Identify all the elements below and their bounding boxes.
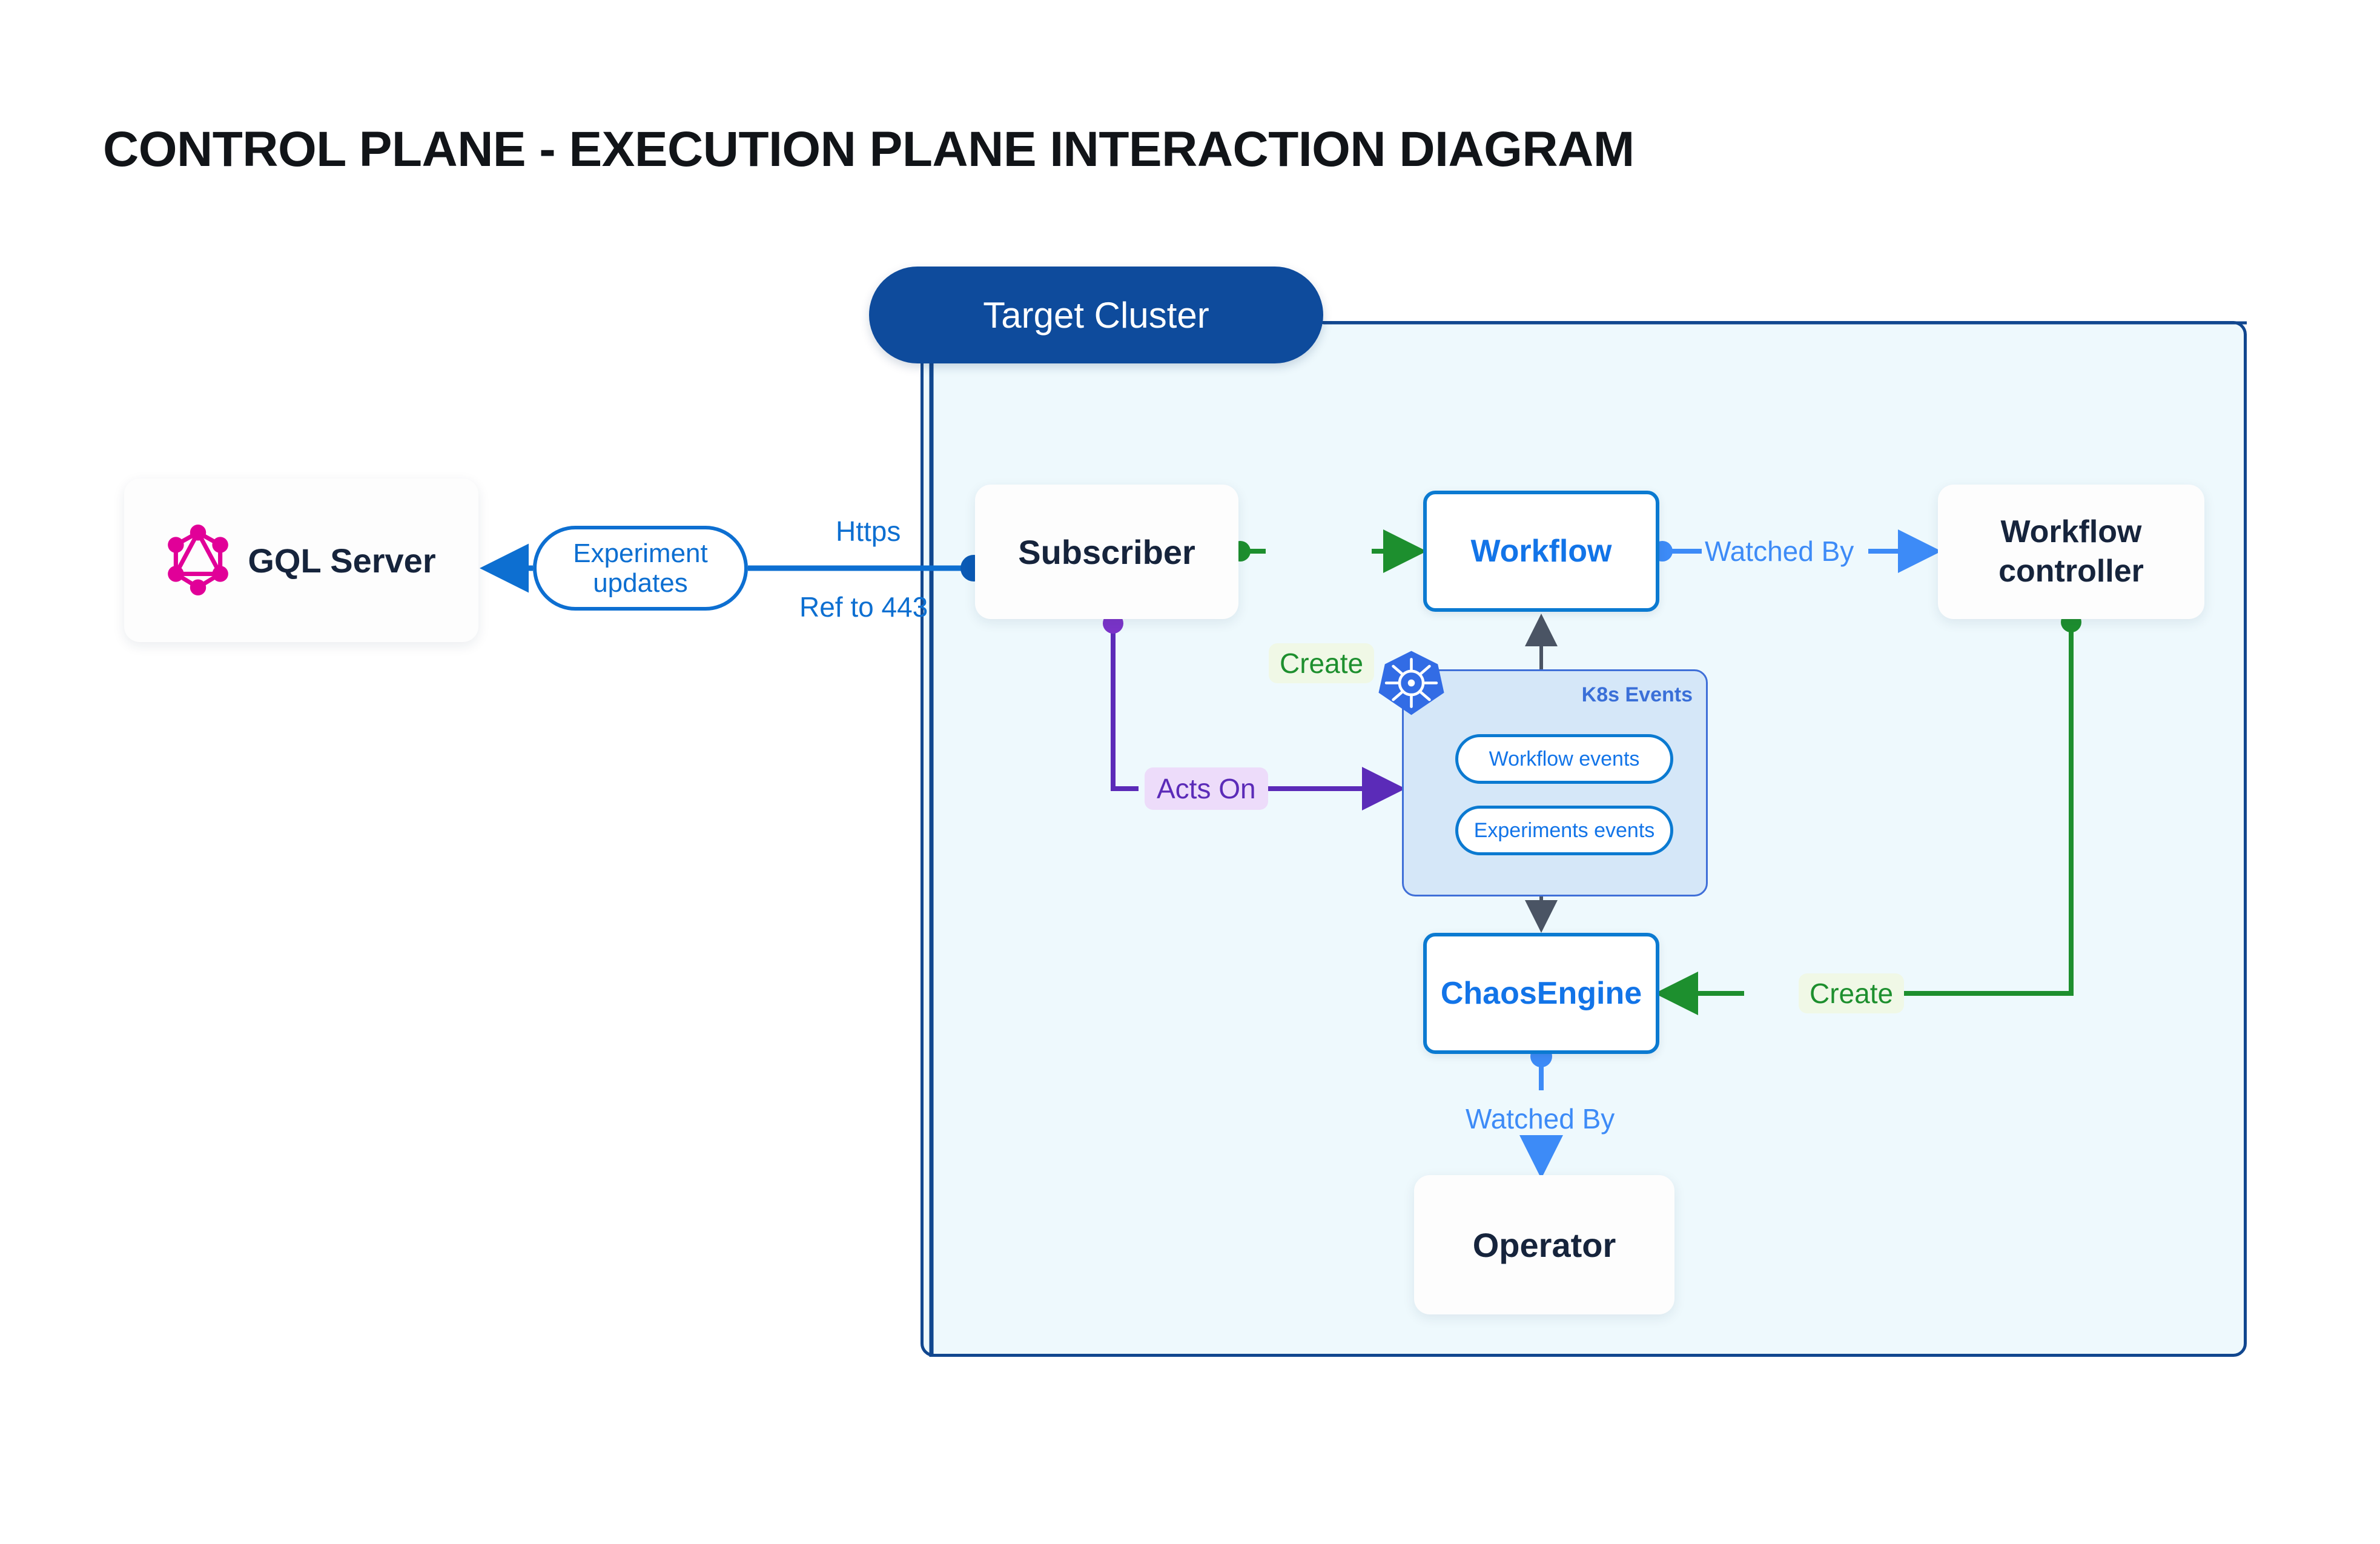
node-subscriber[interactable]: Subscriber (975, 485, 1238, 619)
k8s-pill-experiments-events[interactable]: Experiments events (1455, 806, 1673, 855)
graphql-icon (168, 525, 229, 595)
k8s-pill-experiments-events-label: Experiments events (1473, 818, 1655, 842)
edge-label-watched-by-controller: Watched By (1705, 535, 1854, 567)
experiment-updates-line2: updates (593, 568, 688, 598)
node-workflow-controller-line1: Workflow (2000, 514, 2142, 549)
node-gql-server[interactable]: GQL Server (124, 479, 478, 642)
node-workflow-label: Workflow (1470, 534, 1612, 569)
node-gql-server-label: GQL Server (248, 541, 436, 580)
k8s-events-title: K8s Events (1581, 683, 1693, 706)
page-title: CONTROL PLANE - EXECUTION PLANE INTERACT… (103, 122, 1635, 177)
edge-label-experiment-updates[interactable]: Experiment updates (533, 526, 748, 611)
node-operator[interactable]: Operator (1414, 1175, 1674, 1314)
k8s-events-group: K8s Events Workflow events Experiments e… (1378, 651, 1708, 896)
edge-label-create-chaosengine: Create (1799, 973, 1905, 1013)
node-workflow[interactable]: Workflow (1423, 491, 1659, 612)
node-subscriber-label: Subscriber (1018, 532, 1195, 571)
edge-label-https: Https (836, 515, 901, 547)
k8s-pill-workflow-events[interactable]: Workflow events (1455, 734, 1673, 784)
node-workflow-controller-line2: controller (1998, 554, 2144, 589)
node-workflow-controller[interactable]: Workflow controller (1938, 485, 2204, 619)
node-chaosengine[interactable]: ChaosEngine (1423, 933, 1659, 1054)
target-cluster-label[interactable]: Target Cluster (869, 267, 1323, 363)
edge-label-create-workflow: Create (1269, 643, 1375, 683)
node-chaosengine-label: ChaosEngine (1440, 976, 1642, 1011)
experiment-updates-line1: Experiment (573, 538, 708, 568)
target-cluster-label-text: Target Cluster (983, 294, 1209, 336)
edge-label-acts-on: Acts On (1145, 767, 1268, 810)
kubernetes-icon (1378, 651, 1444, 715)
k8s-pill-workflow-events-label: Workflow events (1489, 747, 1640, 770)
node-operator-label: Operator (1472, 1225, 1616, 1264)
edge-label-watched-by-operator: Watched By (1466, 1103, 1615, 1135)
edge-label-ref-to-443: Ref to 443 (799, 591, 928, 623)
